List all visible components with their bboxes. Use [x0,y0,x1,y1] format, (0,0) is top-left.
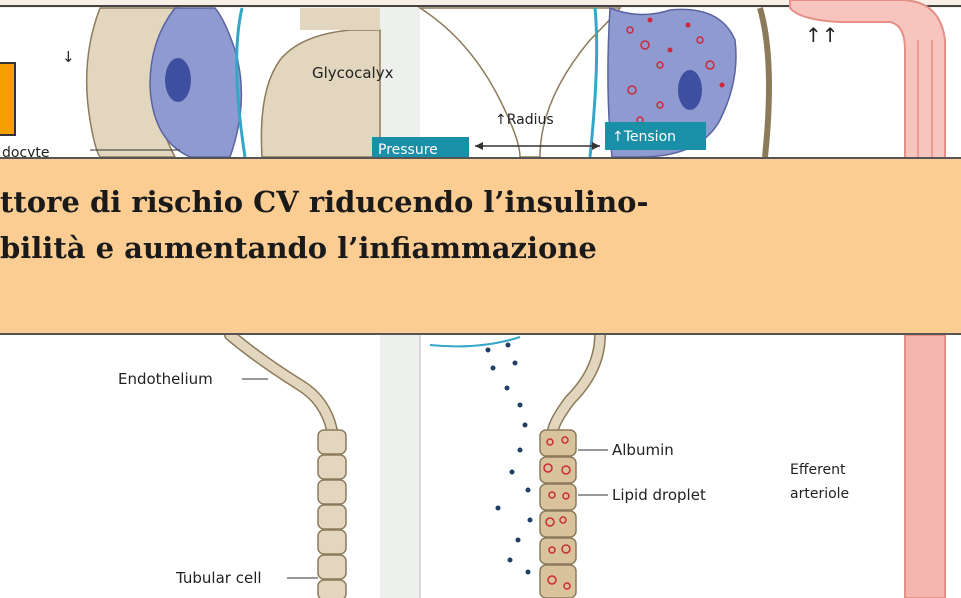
efferent-label: Efferent [790,462,846,478]
caption-line-1: ttore di rischio CV riducendo l’insulino… [0,185,649,219]
podocyte-left [150,8,241,157]
caption-banner: ttore di rischio CV riducendo l’insulino… [0,157,961,335]
radius-label: ↑Radius [495,112,554,128]
tension-label: ↑Tension [612,129,676,145]
tubular-cell-label: Tubular cell [175,569,262,587]
glycocalyx-label: Glycocalyx [312,64,394,82]
caption-text: ttore di rischio CV riducendo l’insulino… [0,179,961,271]
endothelium-label: Endothelium [118,370,213,388]
albumin-label: Albumin [612,441,674,459]
caption-line-2: bilità e aumentando l’infiammazione [0,231,597,265]
orange-tab [0,62,16,136]
lipid-droplet-label: Lipid droplet [612,486,706,504]
pressure-label: Pressure [378,142,438,158]
down-arrow: ↓ [62,48,75,66]
nucleus-right [678,70,702,110]
arteriole-label: arteriole [790,486,849,502]
nucleus-left [165,58,191,102]
up-arrows: ↑↑ [805,23,839,47]
